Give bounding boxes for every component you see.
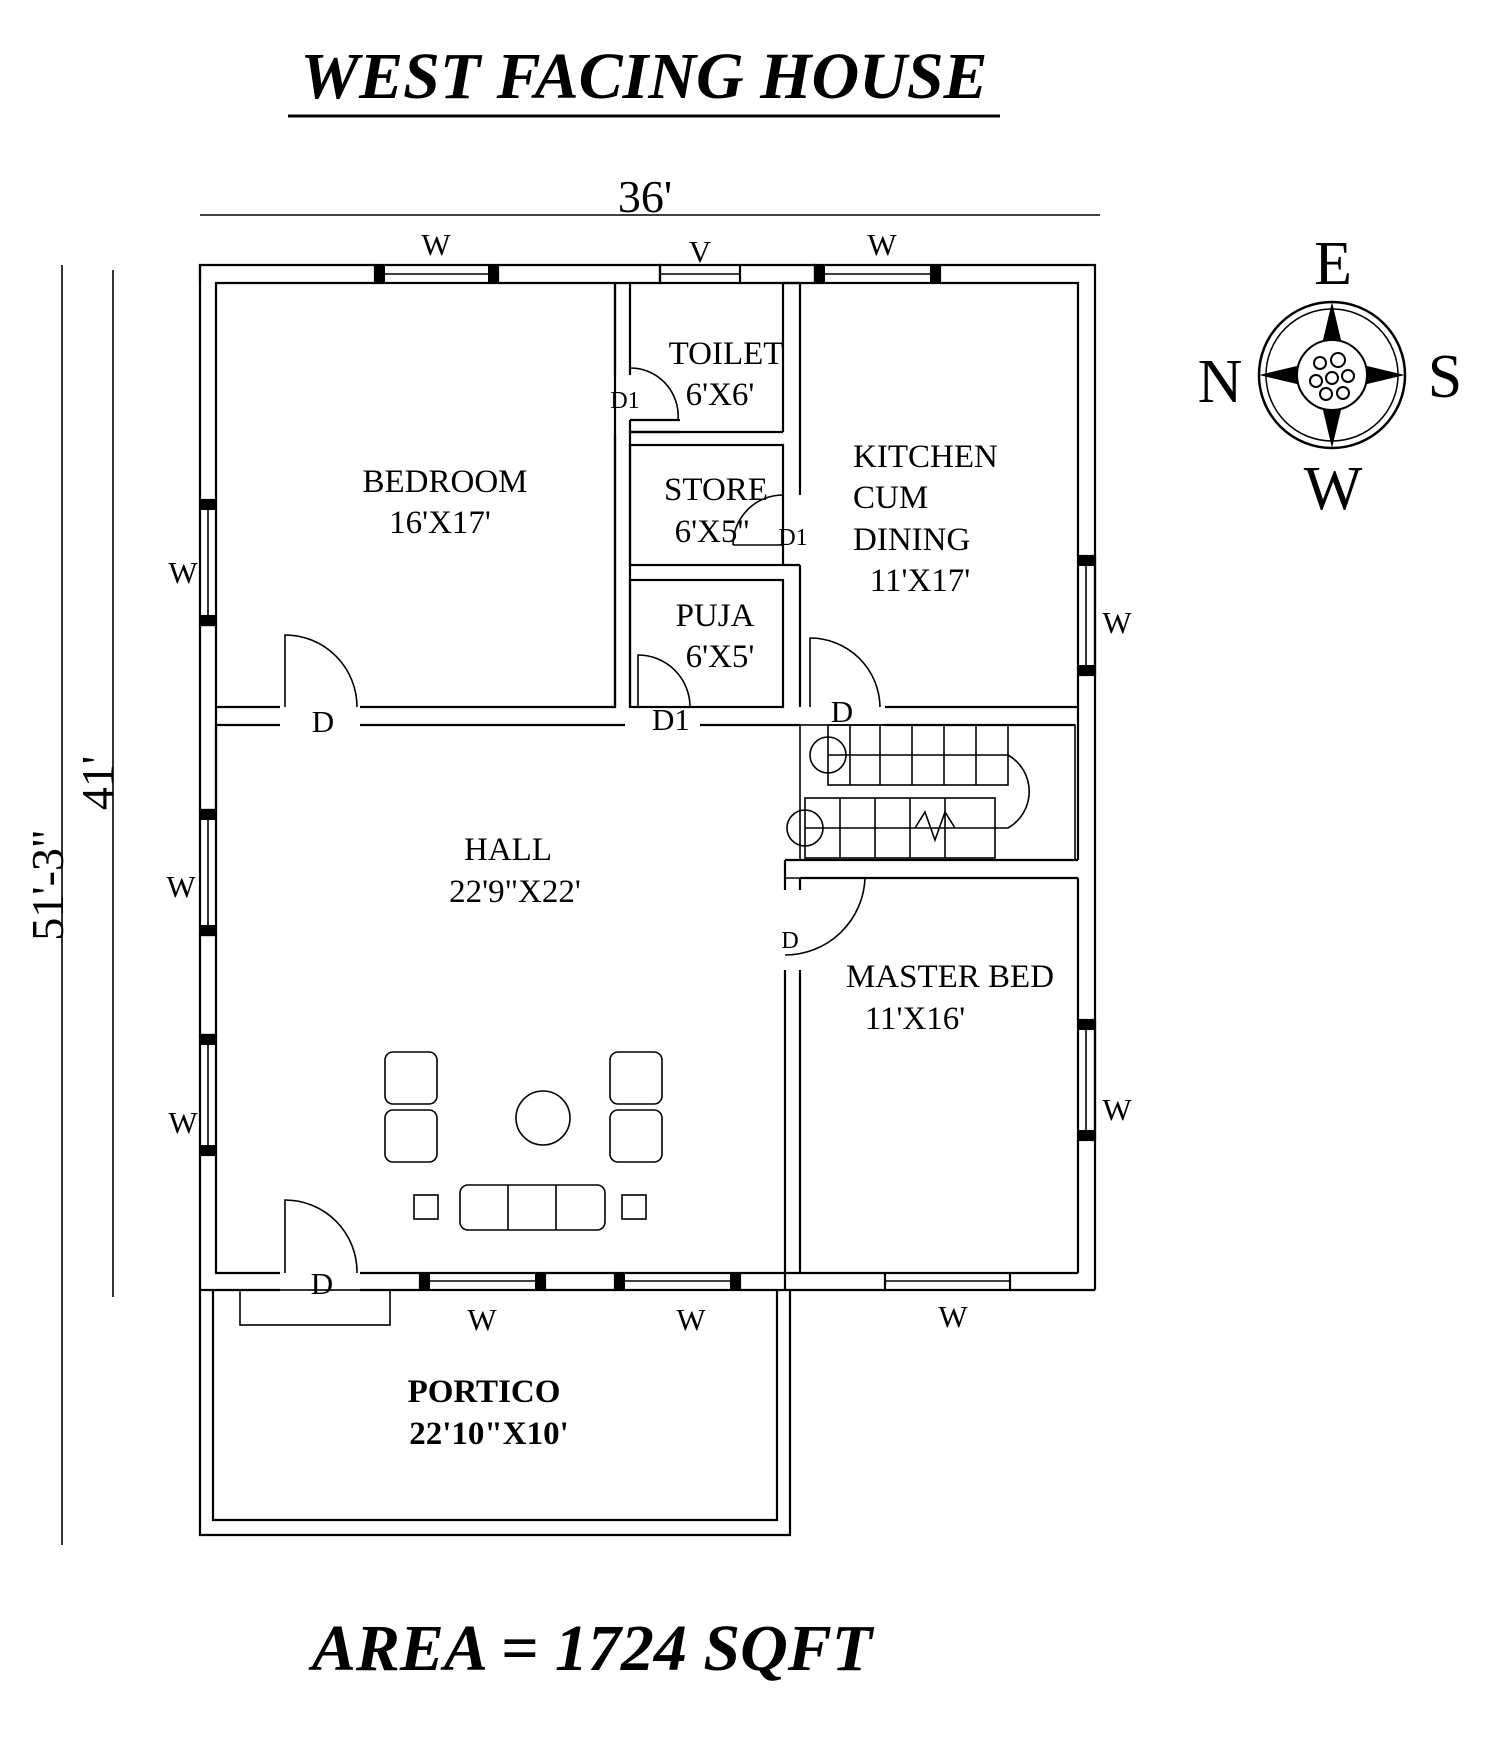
window-mark: W: [1102, 605, 1132, 640]
window-mark: W: [867, 227, 897, 262]
portico-label: PORTICO: [408, 1374, 561, 1410]
kitchen-label-line1: KITCHEN: [853, 439, 998, 475]
compass-south-label: S: [1428, 343, 1462, 411]
door-mark: D: [312, 704, 334, 739]
window-mark: W: [168, 555, 198, 590]
windows: [198, 263, 1097, 1292]
area-label: AREA = 1724 SQFT: [308, 1612, 875, 1685]
compass-icon: [1257, 300, 1407, 450]
hall-label: HALL: [464, 832, 552, 868]
compass-north-label: N: [1198, 348, 1243, 416]
compass-east-label: E: [1314, 230, 1352, 298]
staircase: [786, 724, 1030, 859]
window-mark: W: [166, 869, 196, 904]
master-bed-size: 11'X16': [865, 1001, 966, 1037]
puja-label: PUJA: [676, 598, 755, 634]
inner-height-dimension: 41': [72, 756, 123, 810]
toilet-size: 6'X6': [686, 377, 755, 413]
hall-size: 22'9"X22': [449, 874, 581, 910]
hall-furniture: [384, 1051, 663, 1231]
store-label: STORE: [664, 472, 768, 508]
window-mark: W: [676, 1302, 706, 1337]
puja-size: 6'X5': [686, 639, 755, 675]
door-small-mark: D1: [610, 388, 639, 414]
door-mark: D: [781, 928, 798, 954]
window-mark: W: [1102, 1092, 1132, 1127]
door-small-mark: D1: [652, 702, 690, 737]
kitchen-label-line3: DINING: [853, 522, 970, 558]
toilet-label: TOILET: [669, 336, 784, 372]
window-mark: W: [168, 1105, 198, 1140]
walls: [198, 263, 1097, 1537]
window-mark: W: [938, 1299, 968, 1334]
door-mark: D: [831, 694, 853, 729]
door-mark: D: [311, 1266, 333, 1301]
kitchen-size: 11'X17': [870, 563, 971, 599]
window-mark: W: [467, 1302, 497, 1337]
width-dimension: 36': [618, 171, 672, 222]
master-bed-label: MASTER BED: [846, 959, 1054, 995]
total-height-dimension: 51'-3": [22, 829, 73, 940]
kitchen-label-line2: CUM: [853, 480, 928, 516]
store-size: 6'X5'': [675, 514, 750, 550]
doors: [284, 367, 881, 1274]
ventilator-mark: V: [689, 234, 712, 269]
door-small-mark: D1: [778, 525, 807, 551]
bedroom-size: 16'X17': [389, 505, 491, 541]
compass-west-label: W: [1304, 455, 1363, 523]
portico-size: 22'10"X10': [409, 1416, 569, 1452]
window-mark: W: [421, 227, 451, 262]
bedroom-label: BEDROOM: [362, 464, 527, 500]
plan-title: WEST FACING HOUSE: [300, 40, 987, 113]
